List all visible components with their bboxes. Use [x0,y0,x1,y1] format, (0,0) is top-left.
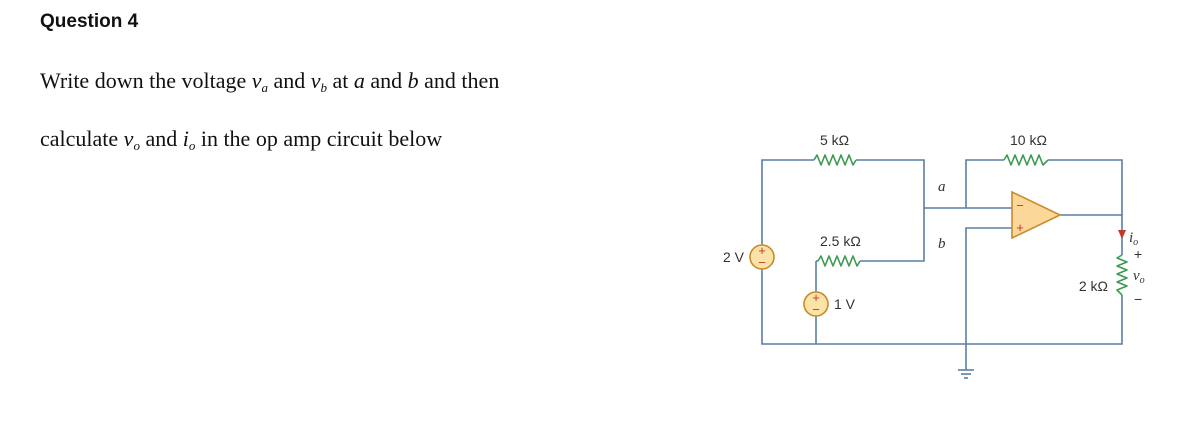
source-1v-minus: − [812,302,820,317]
resistor-10k [1003,154,1049,166]
var-va: va [251,68,268,95]
question-line-1: Write down the voltage va and vb at a an… [40,68,499,96]
var-va-sub: a [261,80,268,95]
resistor-5k [813,154,857,166]
line1-text-at: at [327,68,354,93]
label-vo-plus: + [1134,246,1142,262]
source-1v: + − [803,290,829,317]
label-2-5k: 2.5 kΩ [820,233,861,249]
source-2v-circle [749,244,775,270]
wire-opamp-plus [965,227,1012,358]
question-heading: Question 4 [40,11,139,32]
var-io-main: i [182,126,189,151]
question-line-2: calculate vo and io in the op amp circui… [40,126,442,154]
var-vo: vo [123,126,140,153]
source-1v-plus: + [812,290,820,305]
label-io: io [1129,230,1138,248]
line2-text-pre: calculate [40,126,124,151]
wire-mid-right [860,208,925,262]
op-amp-minus-input: − [1016,198,1024,213]
line2-text-and: and [139,126,183,151]
line1-text-and2: and [364,68,408,93]
var-va-main: v [251,68,262,93]
label-10k: 10 kΩ [1010,132,1047,148]
op-amp-circuit: + − + − − + 5 kΩ 10 kΩ 2.5 kΩ 2 kΩ 2 V 1… [723,132,1145,379]
label-vo-minus: − [1134,291,1142,307]
op-amp-plus-input: + [1016,220,1024,235]
label-io-sub: o [1133,237,1138,248]
var-vo-sub: o [133,138,140,153]
label-node-a: a [938,179,946,195]
source-2v: + − [749,243,775,270]
label-2v: 2 V [723,249,745,265]
resistor-2-5k [817,255,861,267]
wire-left-upper [761,159,814,245]
op-amp-triangle [1011,190,1062,240]
wire-feedback-right [1048,159,1123,215]
line1-text-and1: and [267,68,311,93]
line1-text-pre: Write down the voltage [40,68,252,93]
wires [761,159,1123,370]
label-5k: 5 kΩ [820,132,849,148]
wire-opamp-out [1060,214,1123,255]
var-vb: vb [310,68,328,95]
resistor-2k [1116,254,1128,296]
var-b: b [407,68,419,93]
label-vo: vo [1133,268,1145,286]
label-vo-main: v [1133,268,1140,284]
var-a: a [353,68,365,93]
label-node-b: b [938,236,946,252]
label-2k: 2 kΩ [1079,278,1108,294]
source-2v-minus: − [758,255,766,270]
var-io-sub: o [188,138,196,153]
source-2v-plus: + [758,243,766,258]
source-1v-circle [803,291,829,317]
label-1v: 1 V [834,296,856,312]
current-arrow-icon [1118,230,1126,239]
var-vo-main: v [123,126,134,151]
wire-top-mid [856,159,925,208]
var-vb-main: v [310,68,321,93]
label-vo-sub: o [1140,275,1145,286]
ground-symbol [958,369,974,379]
line2-text-post: in the op amp circuit below [195,126,443,151]
var-vb-sub: b [320,80,328,95]
wire-left-lower [761,269,1123,345]
wire-feedback-left [965,159,1004,208]
op-amp: − + [1011,190,1062,240]
line1-text-post: and then [418,68,500,93]
var-io: io [182,126,196,153]
resistors [813,154,1128,296]
label-io-main: i [1129,230,1133,246]
